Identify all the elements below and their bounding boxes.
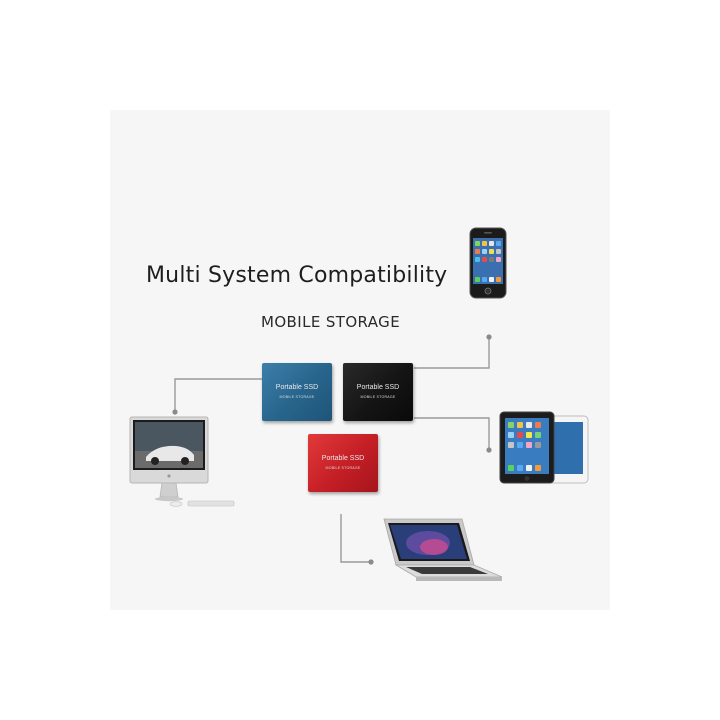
background-panel	[110, 110, 610, 610]
page-subtitle: MOBILE STORAGE	[261, 313, 401, 331]
ssd-blue: Portable SSD MOBILE STORAGE	[262, 363, 332, 421]
connector-dot	[172, 409, 178, 415]
desktop-computer-icon	[129, 416, 235, 507]
ssd-red: Portable SSD MOBILE STORAGE	[308, 434, 378, 492]
tablet-icon	[499, 411, 589, 484]
ssd-label: Portable SSD	[356, 384, 400, 391]
ssd-black: Portable SSD MOBILE STORAGE	[343, 363, 413, 421]
ssd-sublabel: MOBILE STORAGE	[279, 395, 315, 399]
connector-dot	[486, 447, 492, 453]
ssd-sublabel: MOBILE STORAGE	[360, 395, 396, 399]
ssd-sublabel: MOBILE STORAGE	[325, 466, 361, 470]
smartphone-icon	[469, 227, 507, 299]
line-to-laptop	[340, 514, 371, 563]
connector-dot	[486, 334, 492, 340]
line-to-tablet	[414, 417, 490, 450]
ssd-label: Portable SSD	[321, 455, 365, 462]
laptop-icon	[383, 518, 503, 581]
page-title: Multi System Compatibility	[146, 263, 448, 288]
ssd-label: Portable SSD	[275, 384, 319, 391]
line-to-desktop	[174, 378, 262, 412]
line-to-phone	[414, 337, 490, 369]
connector-dot	[368, 559, 374, 565]
